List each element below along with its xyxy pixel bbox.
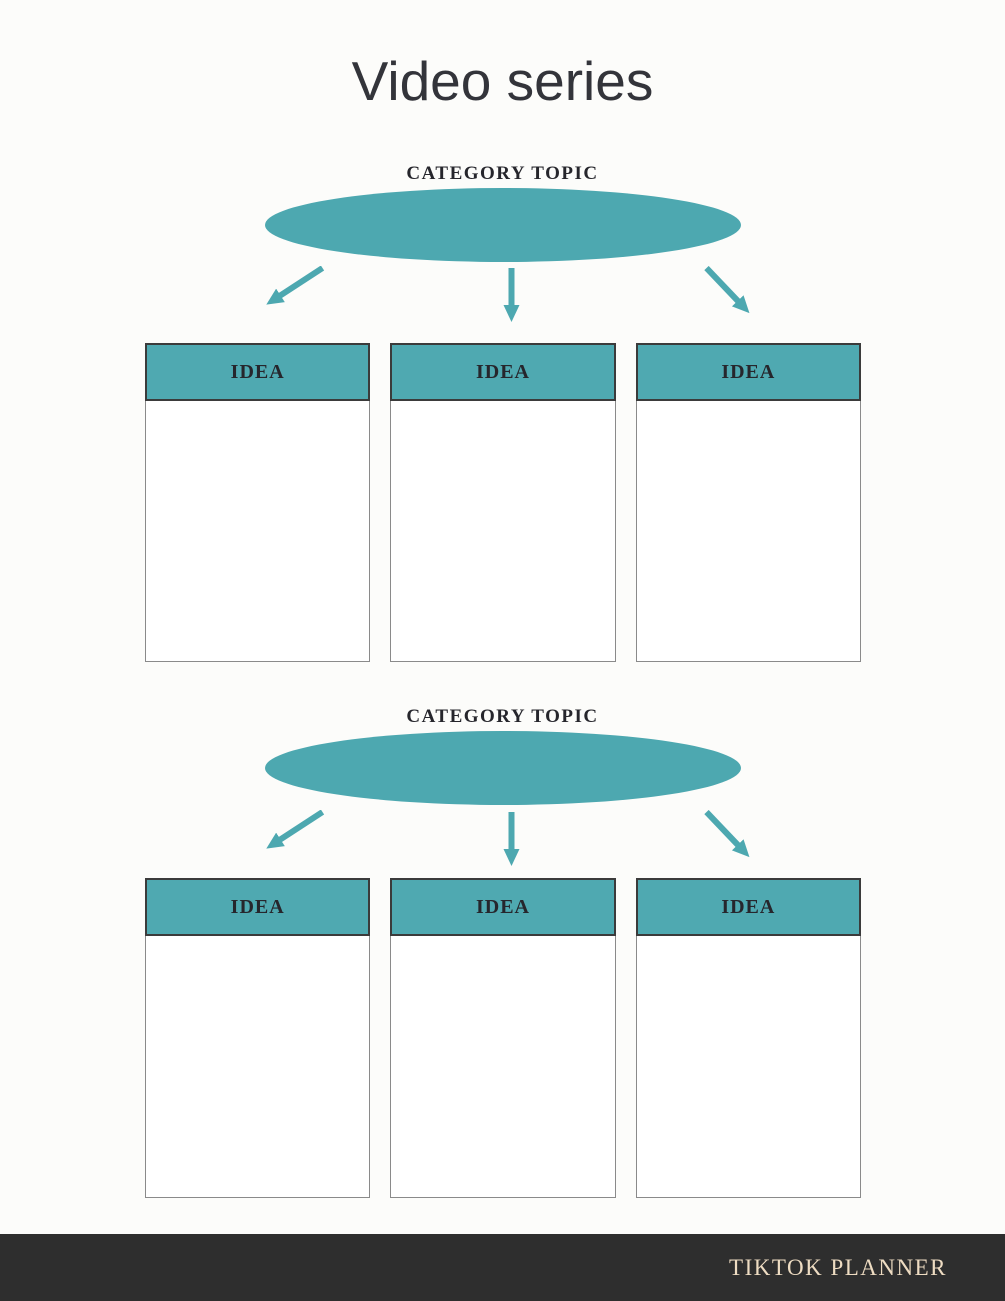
idea-card-label: IDEA xyxy=(475,895,530,918)
idea-card-label: IDEA xyxy=(721,360,776,383)
idea-note-area[interactable] xyxy=(145,401,371,662)
idea-card: IDEA xyxy=(635,878,861,1198)
idea-card: IDEA xyxy=(145,343,371,662)
footer-bar: TIKTOK PLANNER xyxy=(0,1234,1005,1301)
arrow-down-right-icon xyxy=(703,266,749,314)
idea-note-area[interactable] xyxy=(145,936,371,1198)
idea-card: IDEA xyxy=(390,878,616,1198)
idea-note-area[interactable] xyxy=(390,936,616,1198)
idea-card-header: IDEA xyxy=(390,343,616,401)
idea-card-header: IDEA xyxy=(635,878,861,936)
arrow-down-left-icon xyxy=(265,266,324,305)
branch-arrows xyxy=(265,810,749,866)
arrow-down-left-icon xyxy=(265,810,324,849)
category-topic-label: CATEGORY TOPIC xyxy=(406,163,599,184)
idea-card: IDEA xyxy=(145,878,371,1198)
footer-brand-text: TIKTOK PLANNER xyxy=(729,1254,947,1280)
arrow-down-right-icon xyxy=(703,810,749,858)
idea-card-label: IDEA xyxy=(230,360,285,383)
idea-card-header: IDEA xyxy=(145,343,371,401)
category-topic-ellipse[interactable] xyxy=(264,188,741,262)
idea-card-label: IDEA xyxy=(475,360,530,383)
brainstorm-section-2: CATEGORY TOPIC IDEA xyxy=(0,706,1005,1203)
idea-card: IDEA xyxy=(635,343,861,662)
category-topic-label: CATEGORY TOPIC xyxy=(406,706,599,727)
idea-cards-row: IDEA IDEA IDEA xyxy=(145,878,861,1198)
branch-arrows xyxy=(265,266,749,322)
idea-card-header: IDEA xyxy=(145,878,371,936)
idea-cards-row: IDEA IDEA IDEA xyxy=(145,343,861,662)
idea-card: IDEA xyxy=(390,343,616,662)
idea-note-area[interactable] xyxy=(390,401,616,662)
page-title: Video series xyxy=(351,50,654,112)
category-topic-ellipse[interactable] xyxy=(264,731,741,805)
idea-note-area[interactable] xyxy=(635,936,861,1198)
idea-note-area[interactable] xyxy=(635,401,861,662)
idea-card-label: IDEA xyxy=(721,895,776,918)
idea-card-header: IDEA xyxy=(635,343,861,401)
idea-card-label: IDEA xyxy=(230,895,285,918)
brainstorm-section-1: CATEGORY TOPIC IDEA xyxy=(0,163,1005,668)
idea-card-header: IDEA xyxy=(390,878,616,936)
